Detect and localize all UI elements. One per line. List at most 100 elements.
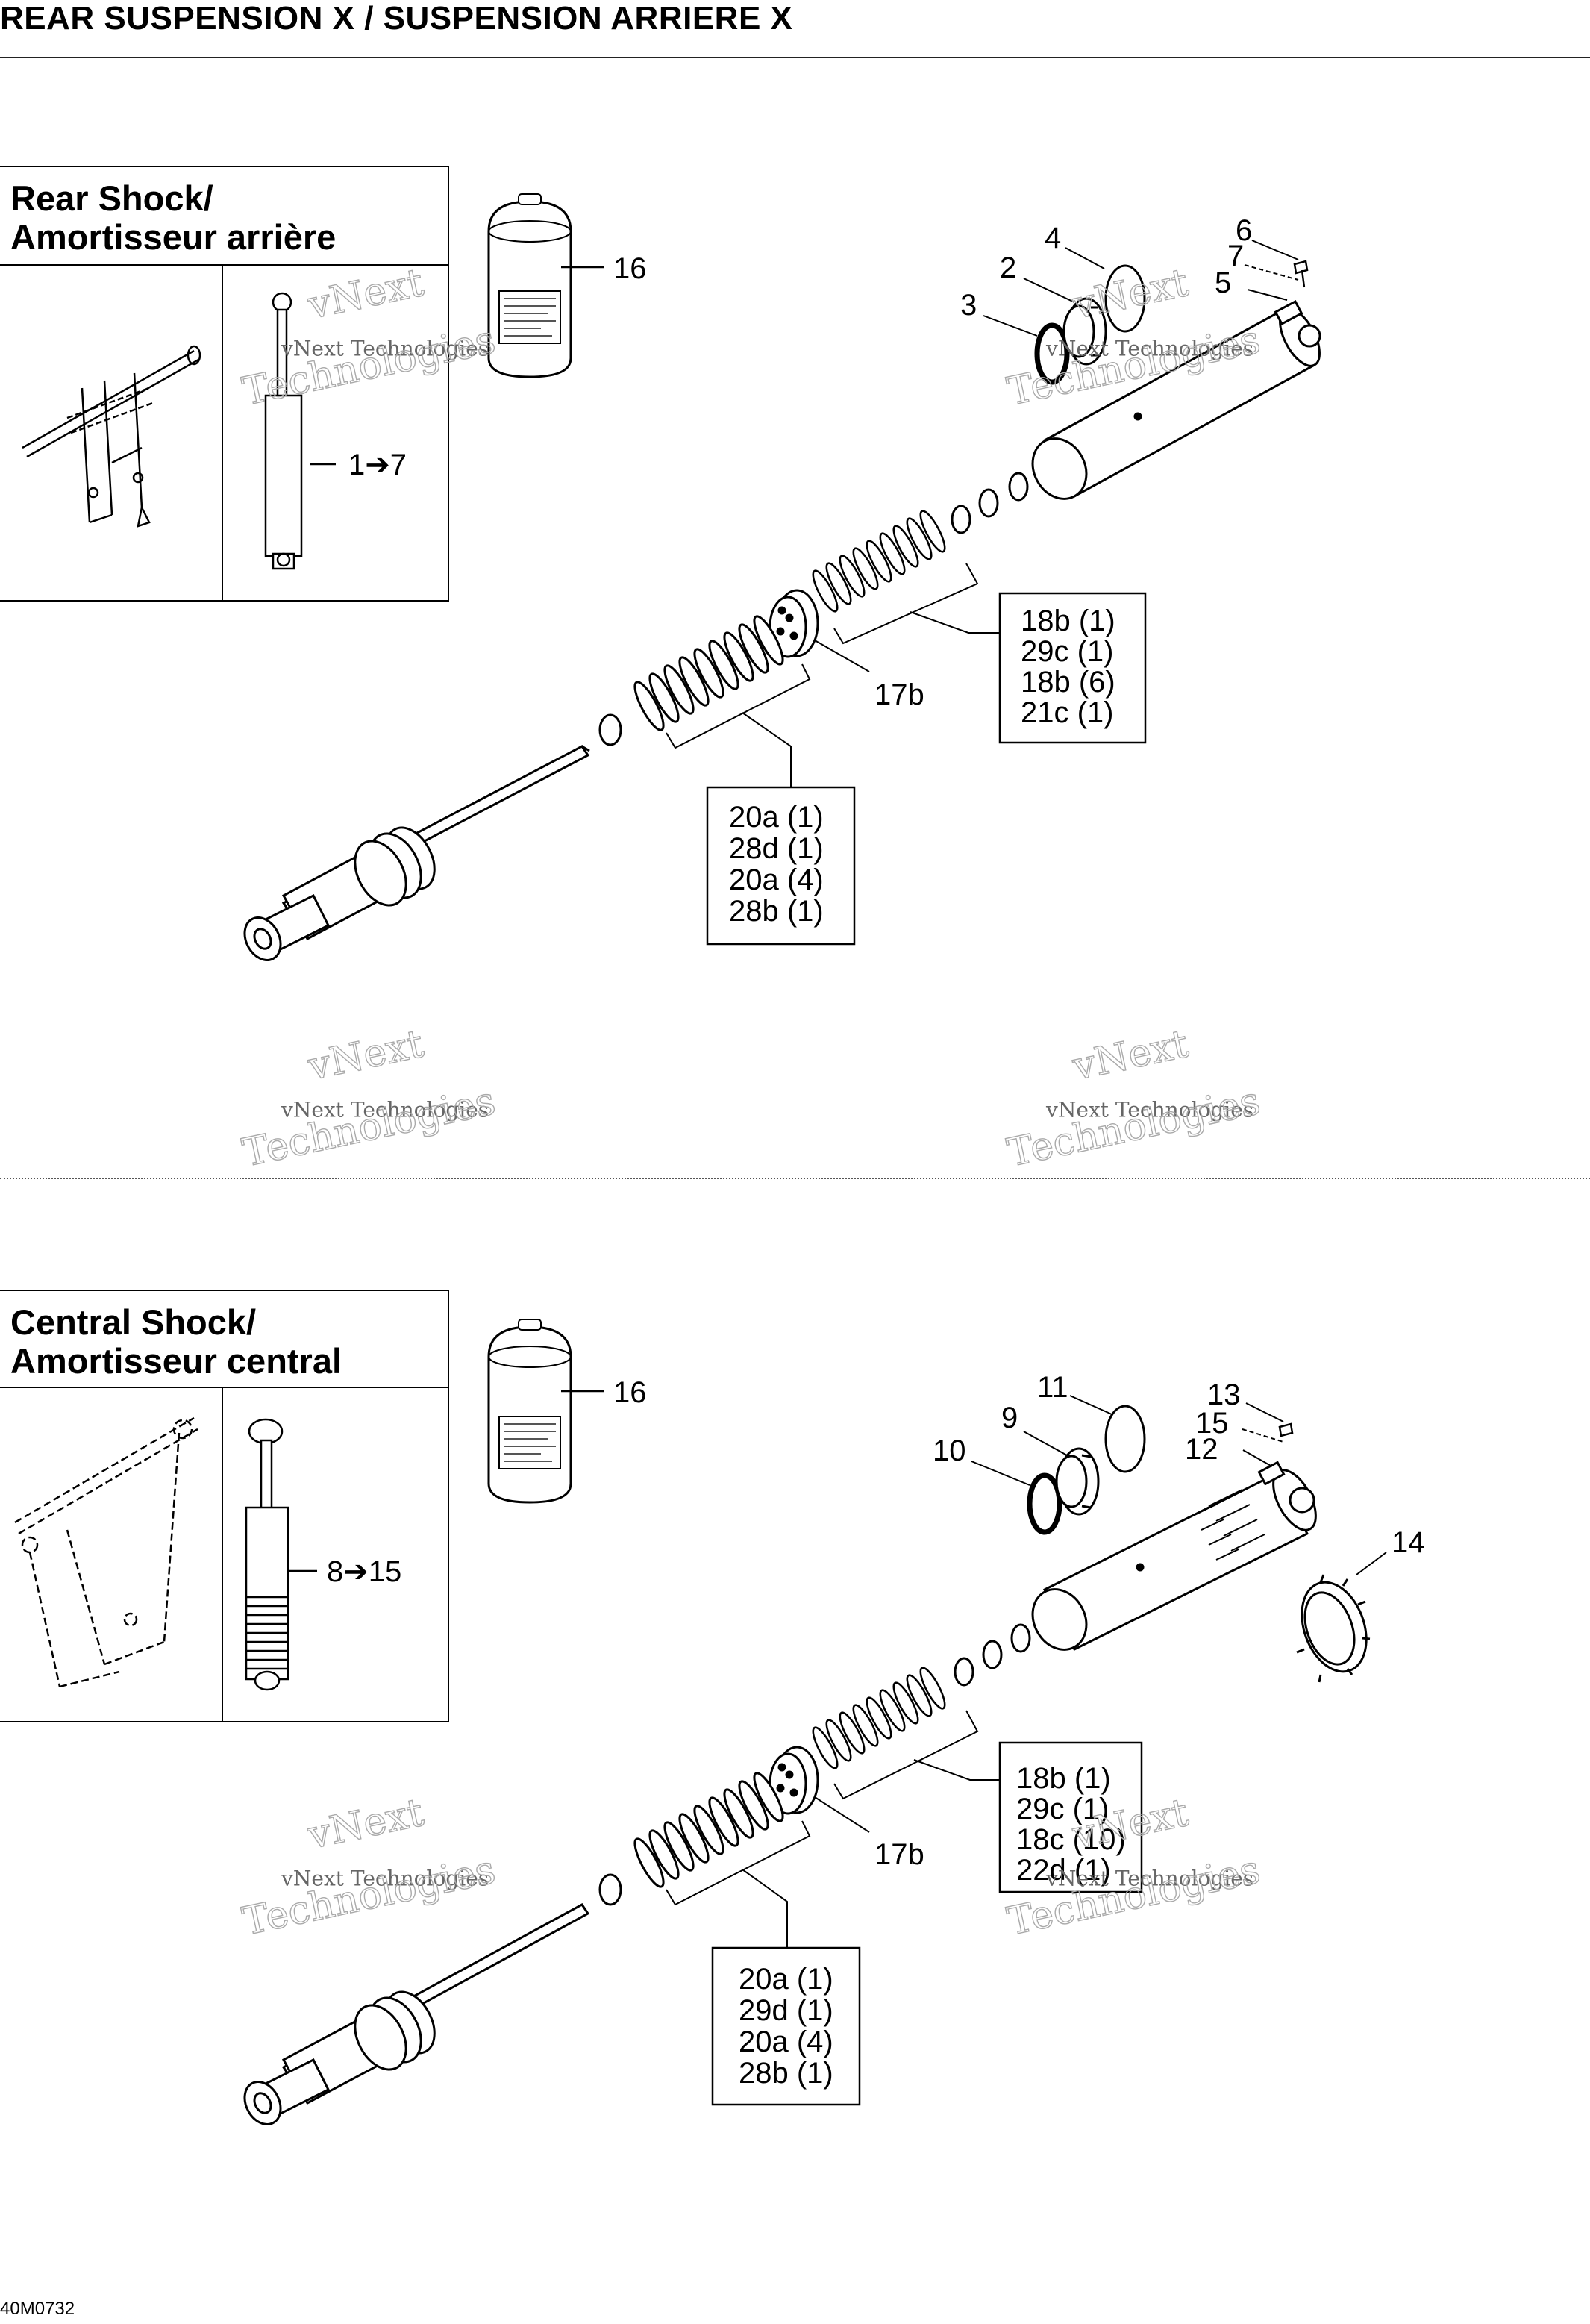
rear-lower-box-line-4: 28b (1) — [729, 895, 824, 928]
central-upper-box-line-3: 18c (10) — [1016, 1823, 1126, 1856]
svg-text:vNext Technologies: vNext Technologies — [281, 1867, 489, 1891]
central-shock-title-fr: Amortisseur central — [10, 1341, 342, 1381]
central-upper-box-line-1: 18b (1) — [1016, 1762, 1111, 1795]
central-callout-9: 9 — [1001, 1402, 1018, 1434]
rear-spring-bracket — [666, 563, 1000, 787]
rear-suspension-frame-thumbnail — [22, 345, 201, 528]
central-upper-parts-box — [998, 1741, 1143, 1893]
rear-cap-2 — [1062, 297, 1107, 366]
rear-callout-5: 5 — [1215, 266, 1231, 299]
svg-text:vNext Technologies: vNext Technologies — [281, 337, 489, 361]
rear-callout-6: 6 — [1236, 214, 1252, 247]
rear-disc-4 — [1104, 264, 1146, 333]
document-code: 40M0732 — [0, 2299, 75, 2319]
central-nut-washers — [954, 1623, 1031, 1687]
central-upper-valve-stack — [807, 1664, 951, 1772]
svg-text:vNext Technologies: vNext Technologies — [1045, 337, 1253, 361]
rear-upper-box-line-4: 21c (1) — [1021, 696, 1114, 729]
central-lower-box-line-2: 29d (1) — [739, 1994, 833, 2027]
page-title: REAR SUSPENSION X / SUSPENSION ARRIERE X — [0, 0, 793, 37]
rear-shock-body — [1031, 299, 1321, 500]
rear-lower-parts-box — [706, 786, 856, 946]
central-shock-title-en: Central Shock/ — [10, 1302, 257, 1342]
rear-assembly-ref-label: 1➔7 — [348, 449, 407, 481]
rear-upper-box-line-2: 29c (1) — [1021, 635, 1114, 668]
rear-shock-box-divider — [222, 266, 223, 600]
central-callout-14: 14 — [1392, 1526, 1425, 1559]
central-assembly-ref-label: 8➔15 — [327, 1555, 401, 1588]
svg-text:vNext: vNext — [304, 1022, 428, 1090]
central-shock-title-box: Central Shock/ Amortisseur central — [0, 1290, 449, 1722]
svg-text:Technologies: Technologies — [1004, 1078, 1264, 1175]
watermark-3: vNext vNext Technologies Technologies — [238, 1021, 500, 1176]
central-shock-thumbnail — [245, 1418, 289, 1691]
central-callout-16: 16 — [613, 1376, 647, 1409]
svg-text:Technologies: Technologies — [239, 1847, 499, 1944]
central-disc-11 — [1104, 1405, 1146, 1473]
rear-washer — [598, 713, 622, 746]
svg-text:vNext: vNext — [304, 260, 428, 328]
central-upper-box-line-4: 22d (1) — [1016, 1854, 1111, 1887]
svg-text:Technologies: Technologies — [239, 1078, 499, 1175]
central-piston-17b — [769, 1746, 819, 1815]
rear-upper-parts-box — [998, 592, 1147, 744]
svg-text:vNext: vNext — [1068, 1022, 1192, 1090]
rear-callout-2: 2 — [1000, 252, 1016, 284]
rear-callout-7: 7 — [1227, 240, 1244, 272]
central-cap-9 — [1055, 1447, 1100, 1516]
rear-shock-header: Rear Shock/ Amortisseur arrière — [0, 167, 448, 266]
rear-shock-title-box: Rear Shock/ Amortisseur arrière — [0, 166, 449, 602]
central-lower-box-line-4: 28b (1) — [739, 2057, 833, 2090]
watermark-4: vNext vNext Technologies Technologies — [1003, 1021, 1265, 1176]
central-leader-lines-top — [971, 1395, 1387, 1575]
rear-shock-title-en: Rear Shock/ — [10, 178, 213, 218]
svg-text:vNext: vNext — [304, 1790, 428, 1858]
svg-text:vNext Technologies: vNext Technologies — [1045, 1098, 1253, 1122]
svg-text:vNext Technologies: vNext Technologies — [281, 1098, 489, 1122]
central-washer — [598, 1873, 622, 1906]
rear-upper-box-line-1: 18b (1) — [1021, 605, 1115, 637]
rear-o-ring-3 — [1034, 322, 1070, 385]
watermark-1: vNext vNext Technologies Technologies — [238, 260, 500, 415]
central-shock-rod — [243, 1903, 590, 2125]
rear-lower-box-line-1: 20a (1) — [729, 801, 824, 834]
rear-callout-17b: 17b — [874, 678, 924, 711]
central-lower-box-line-1: 20a (1) — [739, 1963, 833, 1996]
central-ring-14 — [1296, 1574, 1371, 1683]
central-callout-10: 10 — [933, 1434, 966, 1467]
central-lower-box-line-3: 20a (4) — [739, 2025, 833, 2058]
central-suspension-frame-thumbnail — [14, 1416, 198, 1688]
rear-callout-3: 3 — [960, 289, 977, 322]
rear-upper-valve-stack — [807, 507, 951, 616]
central-lower-parts-box — [711, 1946, 861, 2106]
svg-text:vNext Technologies: vNext Technologies — [1045, 1867, 1253, 1891]
rear-callout-16: 16 — [613, 252, 647, 285]
central-callout-17b: 17b — [874, 1838, 924, 1871]
central-callout-15: 15 — [1195, 1407, 1229, 1440]
central-shock-header: Central Shock/ Amortisseur central — [0, 1291, 448, 1388]
rear-lower-box-line-3: 20a (4) — [729, 863, 824, 896]
rear-callout-4: 4 — [1045, 222, 1061, 254]
rear-shock-title-fr: Amortisseur arrière — [10, 217, 337, 257]
central-valve-parts — [1278, 1422, 1294, 1437]
rear-piston-17b — [769, 589, 819, 658]
central-lower-valve-stack — [628, 1769, 789, 1891]
rear-leader-lines-top — [983, 240, 1299, 337]
central-upper-box-line-2: 29c (1) — [1016, 1793, 1109, 1825]
central-shock-body — [1031, 1461, 1317, 1652]
central-callout-13: 13 — [1207, 1378, 1241, 1411]
rear-lower-valve-stack — [628, 612, 789, 734]
section-divider — [0, 1178, 1590, 1179]
watermark-5: vNext vNext Technologies Technologies — [238, 1790, 500, 1945]
title-rule — [0, 57, 1590, 58]
central-spring-bracket — [666, 1710, 1004, 1948]
central-callout-12: 12 — [1185, 1433, 1218, 1466]
central-oil-can-16 — [487, 1318, 572, 1504]
rear-lower-box-line-2: 28d (1) — [729, 832, 824, 865]
rear-valve-parts — [1293, 260, 1309, 288]
rear-nut-washers — [951, 472, 1029, 534]
central-o-ring-10 — [1027, 1472, 1062, 1535]
rear-shock-rod — [243, 745, 590, 961]
central-callout-11: 11 — [1037, 1371, 1068, 1404]
